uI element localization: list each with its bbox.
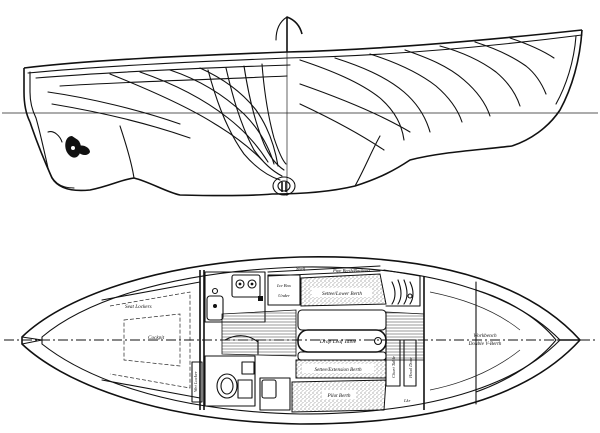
- ice-box: [267, 274, 301, 306]
- sheer-line: [23, 29, 583, 69]
- label-settee-extension-berth: Settee/Extension Berth: [314, 367, 362, 373]
- label-cockpit: Cockpit: [148, 335, 165, 341]
- label-ice-box-under: Under: [278, 293, 290, 298]
- mast-stub: [286, 16, 303, 52]
- label-head-door: Head Door: [408, 357, 413, 379]
- stove-icon: [231, 274, 261, 298]
- transom: [23, 68, 31, 123]
- sink-icon: [206, 295, 224, 321]
- label-workbench: Workbench: [473, 333, 497, 339]
- accommodation-plan: Ice Box Under Shelf Pipe Berth/Backrest …: [4, 256, 596, 425]
- label-pilot-berth: Pilot Berth: [327, 393, 351, 399]
- hanging-locker: [383, 269, 421, 307]
- hull-profile-view: [2, 16, 598, 197]
- station-curves: [207, 63, 287, 181]
- keel-bulb: [272, 176, 296, 196]
- wet-locker: [191, 361, 203, 403]
- toilet-icon: [216, 373, 238, 399]
- head-door: [403, 339, 417, 387]
- label-double-v-berth: Double V-Berth: [468, 341, 502, 347]
- forward-section-arcs: [299, 37, 555, 151]
- label-ice-box: Ice Box: [276, 283, 291, 288]
- v-berth: [475, 289, 557, 393]
- label-chart-table: Chart Table: [391, 356, 396, 378]
- label-drop-leaf-table: Drop Leaf Table: [319, 338, 357, 345]
- label-seat-lockers: Seat Lockers: [125, 304, 152, 310]
- label-pipe-berth: Pipe Berth/Backrest: [332, 268, 371, 273]
- buttock-lines: [47, 67, 279, 167]
- propeller-icon: [65, 136, 90, 158]
- label-wet-locker: Wet Locker: [193, 371, 198, 392]
- deck-edge: [27, 34, 583, 74]
- stem: [511, 29, 583, 147]
- label-shelf: Shelf: [296, 266, 306, 271]
- label-settee-lower-berth: Settee/Lower Berth: [322, 291, 362, 297]
- keel-profile: [29, 121, 513, 197]
- rudder: [35, 117, 75, 189]
- label-locker: Lkr: [403, 398, 411, 403]
- head-compartment: [204, 355, 256, 407]
- chart-table: [385, 339, 401, 387]
- cabin-sole: [221, 309, 297, 357]
